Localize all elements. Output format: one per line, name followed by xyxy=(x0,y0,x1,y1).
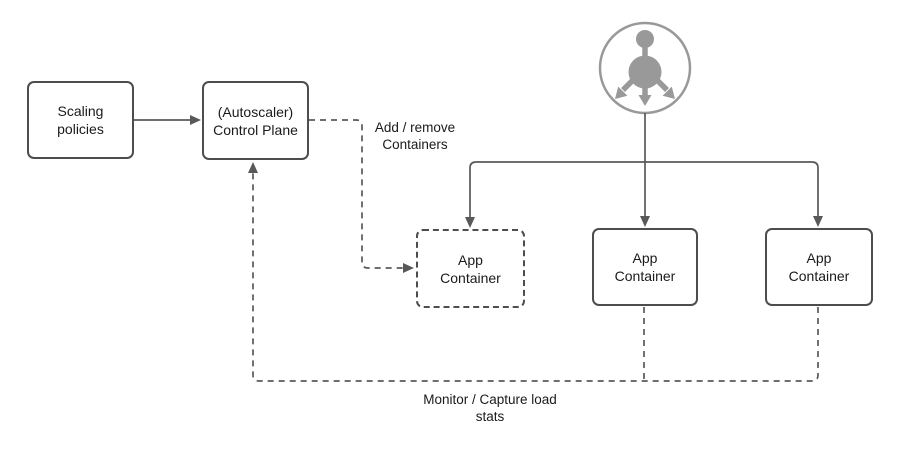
arrowhead xyxy=(640,216,650,227)
node-app-container-right: App Container xyxy=(765,228,873,306)
arrowhead xyxy=(190,115,201,125)
load-balancer-icon xyxy=(598,21,692,115)
node-control-plane: (Autoscaler) Control Plane xyxy=(202,81,309,160)
arrowhead xyxy=(403,263,414,273)
edge-load-balancer-to-containers xyxy=(465,113,823,228)
node-app-container-dashed: App Container xyxy=(416,229,525,308)
node-scaling-policies: Scaling policies xyxy=(27,81,134,159)
edge-scaling-to-control-plane xyxy=(134,115,201,125)
arrowhead xyxy=(465,217,475,228)
arrowhead xyxy=(813,216,823,227)
node-app-container-middle: App Container xyxy=(592,228,698,306)
edge-label-add-remove-containers: Add / remove Containers xyxy=(374,120,456,152)
edge-label-monitor-capture-load-stats: Monitor / Capture load stats xyxy=(423,392,557,424)
edge-monitor-feedback xyxy=(248,162,819,382)
edge-control-plane-to-new-container xyxy=(309,119,414,273)
arrowhead xyxy=(248,162,258,173)
